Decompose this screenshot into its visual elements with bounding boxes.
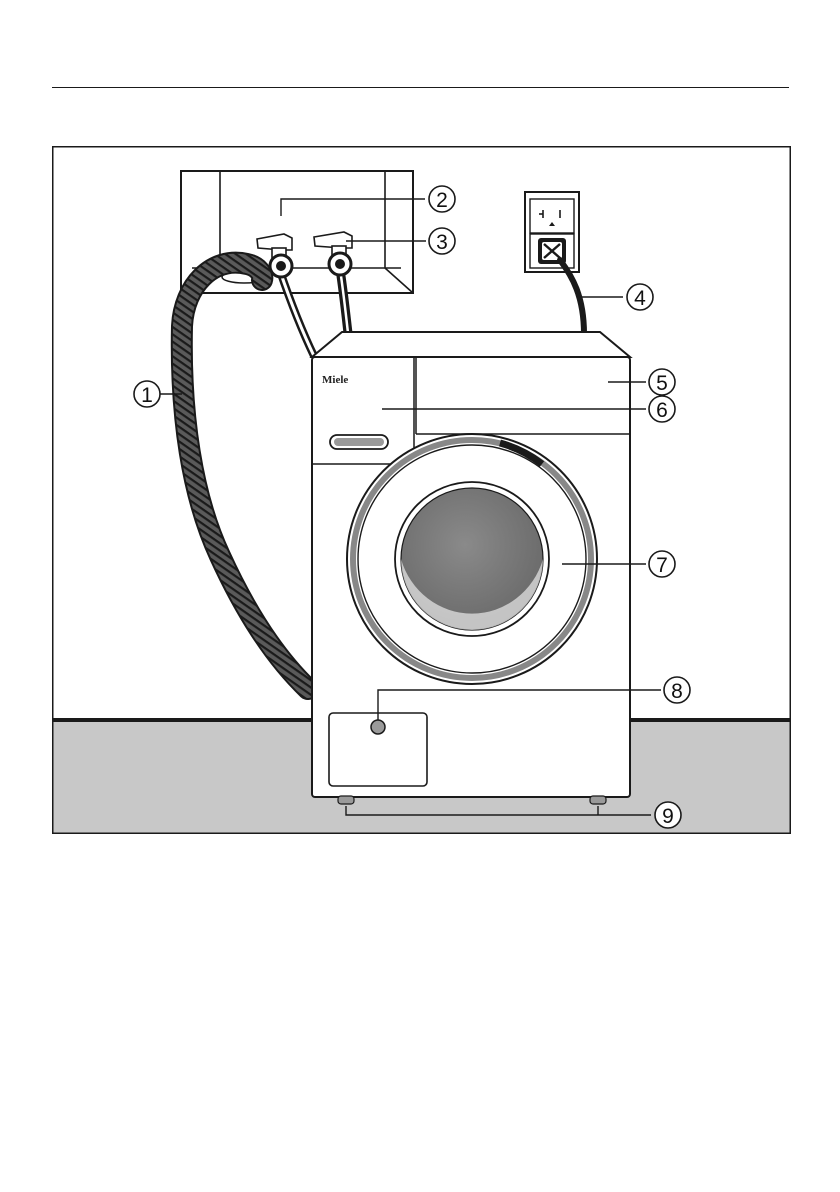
flap-button [371,720,385,734]
callout-5: 5 [649,369,675,395]
header-rule [52,87,789,88]
callout-3: 3 [429,228,455,254]
svg-text:1: 1 [141,384,153,407]
svg-text:5: 5 [656,372,668,395]
callout-7: 7 [649,551,675,577]
svg-text:8: 8 [671,680,683,703]
foot-right [590,796,606,804]
installation-diagram: Miele 1 2 [52,146,791,834]
svg-text:9: 9 [662,805,674,828]
callout-6: 6 [649,396,675,422]
callout-4: 4 [627,284,653,310]
callout-1: 1 [134,381,160,407]
svg-text:2: 2 [436,189,448,212]
power-outlet [525,192,579,272]
svg-text:6: 6 [656,399,668,422]
washing-machine: Miele [312,332,630,804]
door [347,434,597,684]
brand-logo: Miele [322,374,348,386]
foot-left [338,796,354,804]
svg-text:4: 4 [634,287,646,310]
svg-text:7: 7 [656,554,668,577]
callout-9: 9 [655,802,681,828]
callout-8: 8 [664,677,690,703]
svg-text:3: 3 [436,231,448,254]
callout-2: 2 [429,186,455,212]
